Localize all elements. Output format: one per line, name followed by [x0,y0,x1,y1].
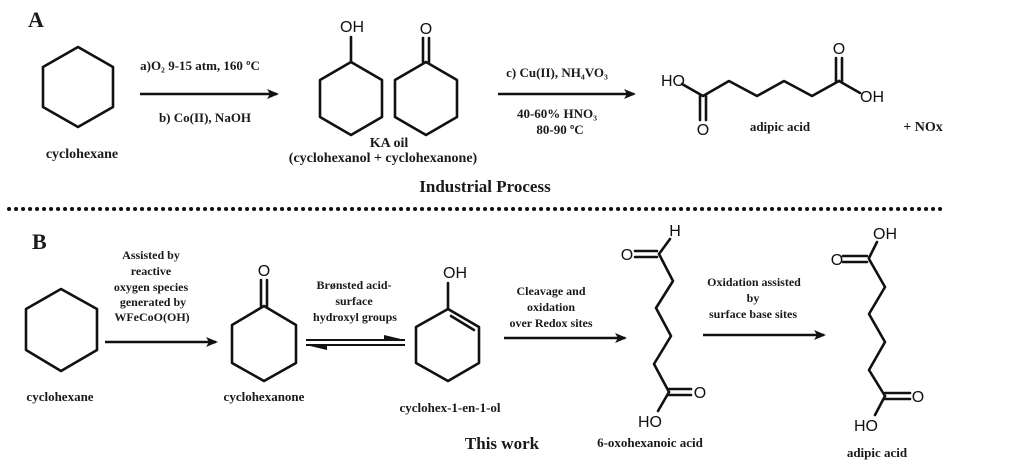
equilibrium-arrow [306,335,405,350]
o-atom-label: O [258,263,270,280]
h-atom-label: H [669,223,681,240]
o-atom-label: O [697,122,709,139]
ka-oil-label: KA oil [370,136,409,151]
oh-atom-label: OH [443,265,467,282]
adipic-acid-structure-b: OH O O HO [831,226,924,435]
compound-label-cyclohexanone: cyclohexanone [224,389,305,404]
this-work-title: This work [465,434,540,453]
cyclohexanone-structure-a: O [393,21,459,137]
condition-line: surface base sites [709,307,797,321]
industrial-process-title: Industrial Process [419,177,551,196]
ka-oil-composition-label: (cyclohexanol + cyclohexanone) [289,151,478,166]
step2-conditions-below-1: 40-60% HNO₃ [517,106,597,121]
panel-a-letter: A [28,7,44,32]
nox-byproduct-label: + NOx [903,120,942,135]
step1-conditions-below: b) Co(II), NaOH [159,110,251,125]
compound-label-oxohexanoic-acid: 6-oxohexanoic acid [597,435,704,450]
condition-line: generated by [120,295,186,309]
cyclohexanol-structure: OH [318,19,384,137]
condition-line: Brønsted acid- [317,278,392,292]
enol-structure: OH [414,265,481,383]
oxohexanoic-acid-structure: H O O HO [621,223,706,431]
adipic-acid-label-a: adipic acid [750,119,811,134]
step4-conditions-b: Oxidation assisted by surface base sites [707,275,801,321]
oh-atom-label: OH [340,19,364,36]
condition-line: oxygen species [114,280,189,294]
condition-line: Cleavage and [517,284,586,298]
oh-atom-label: OH [873,226,897,243]
oh-atom-label: OH [860,89,884,106]
o-atom-label: O [912,389,924,406]
panel-b: B cyclohexane Assisted by reactive oxyge… [24,223,924,460]
compound-label-enol: cyclohex-1-en-1-ol [399,400,500,415]
step2-conditions-above: c) Cu(II), NH₄VO₃ [506,65,608,80]
cyclohexanone-structure-b: O [230,263,298,383]
o-atom-label: O [420,21,432,38]
compound-label-adipic-acid: adipic acid [847,445,908,460]
panel-a: A cyclohexane a)O₂ 9-15 atm, 160 ºC b) C… [28,7,943,196]
adipic-acid-structure-a: HO O O OH [661,41,884,139]
condition-line: by [747,291,760,305]
cyclohexane-label-a: cyclohexane [46,147,118,162]
cyclohexane-structure-a [41,45,115,129]
condition-line: over Redox sites [509,316,592,330]
cyclohexane-structure-b [24,287,99,373]
o-atom-label: O [694,385,706,402]
ho-atom-label: HO [854,418,878,435]
step1-conditions-b: Assisted by reactive oxygen species gene… [114,248,190,324]
step3-conditions-b: Cleavage and oxidation over Redox sites [509,284,592,330]
condition-line: WFeCoO(OH) [114,310,189,324]
condition-line: hydroxyl groups [313,310,397,324]
ho-atom-label: HO [661,73,685,90]
o-atom-label: O [831,252,843,269]
condition-line: Assisted by [122,248,180,262]
step1-conditions-above: a)O₂ 9-15 atm, 160 ºC [140,58,260,73]
ho-atom-label: HO [638,414,662,431]
compound-label-cyclohexane: cyclohexane [26,389,93,404]
panel-b-letter: B [32,229,47,254]
condition-line: oxidation [527,300,575,314]
condition-line: surface [335,294,373,308]
condition-line: reactive [131,264,172,278]
condition-line: Oxidation assisted [707,275,801,289]
o-atom-label: O [833,41,845,58]
step2-conditions-b: Brønsted acid- surface hydroxyl groups [313,278,397,324]
o-atom-label: O [621,247,633,264]
step2-conditions-below-2: 80-90 ºC [536,122,583,137]
